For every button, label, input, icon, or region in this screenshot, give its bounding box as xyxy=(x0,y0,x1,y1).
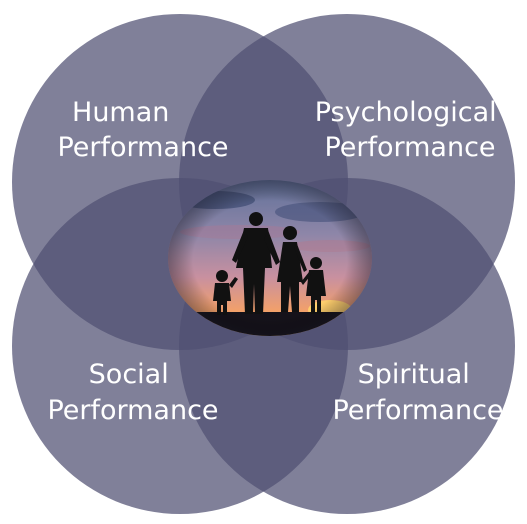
label-spiritual-line2: Performance xyxy=(332,395,503,426)
label-psychological-line1: Psychological xyxy=(315,97,497,128)
label-human: Human Performance xyxy=(57,97,228,163)
label-social-line1: Social xyxy=(89,359,169,390)
label-human-line1: Human xyxy=(72,97,169,128)
family-silhouette-sunset-icon xyxy=(168,180,372,336)
label-social: Social Performance xyxy=(47,359,218,426)
label-spiritual: Spiritual Performance xyxy=(332,359,503,426)
label-psychological-line2: Performance xyxy=(324,132,495,163)
label-spiritual-line1: Spiritual xyxy=(358,359,470,390)
label-psychological: Psychological Performance xyxy=(315,97,505,163)
label-human-line2: Performance xyxy=(57,132,228,163)
label-social-line2: Performance xyxy=(47,395,218,426)
